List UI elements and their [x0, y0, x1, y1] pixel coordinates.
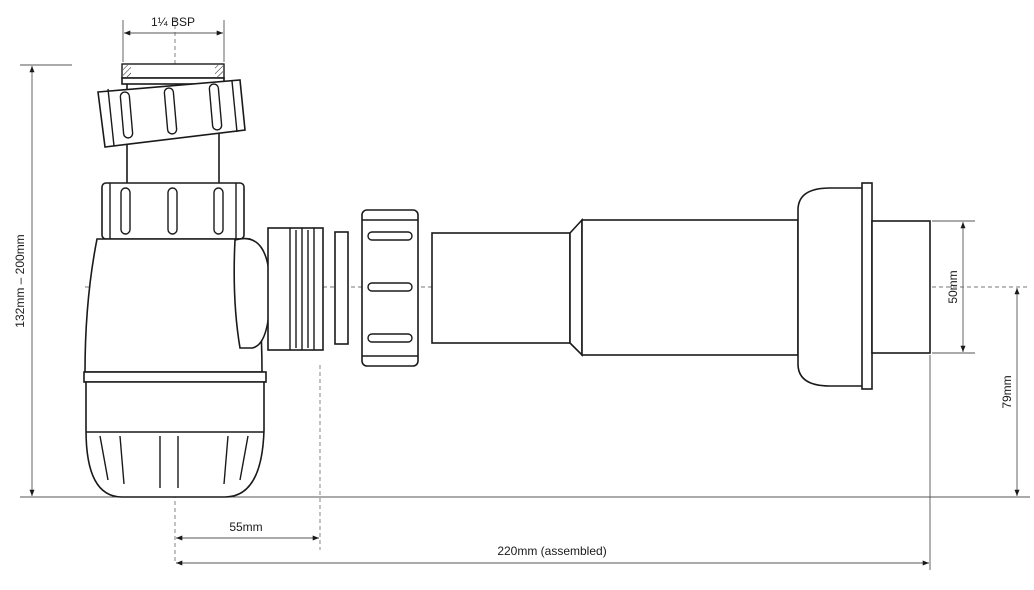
washer	[334, 231, 349, 345]
dimension-diameter: 50mm	[946, 222, 966, 352]
outlet-pipe	[431, 182, 931, 390]
svg-text:55mm: 55mm	[229, 520, 262, 534]
dimension-offset: 55mm	[176, 520, 319, 541]
svg-text:220mm (assembled): 220mm (assembled)	[497, 544, 606, 558]
lower-nut	[101, 182, 245, 240]
svg-text:1¼ BSP: 1¼ BSP	[151, 15, 195, 29]
dimension-height: 132mm – 200mm	[13, 66, 35, 496]
svg-text:132mm – 200mm: 132mm – 200mm	[13, 234, 27, 327]
threaded-outlet	[267, 227, 324, 351]
dimension-outlet-height: 79mm	[1000, 288, 1020, 496]
svg-text:79mm: 79mm	[1000, 375, 1014, 408]
compression-nut	[361, 209, 419, 367]
dimension-length: 220mm (assembled)	[176, 544, 929, 566]
svg-text:50mm: 50mm	[946, 270, 960, 303]
dimension-thread: 1¼ BSP	[124, 15, 223, 36]
upper-nut	[97, 79, 246, 148]
trap-body	[83, 63, 324, 498]
